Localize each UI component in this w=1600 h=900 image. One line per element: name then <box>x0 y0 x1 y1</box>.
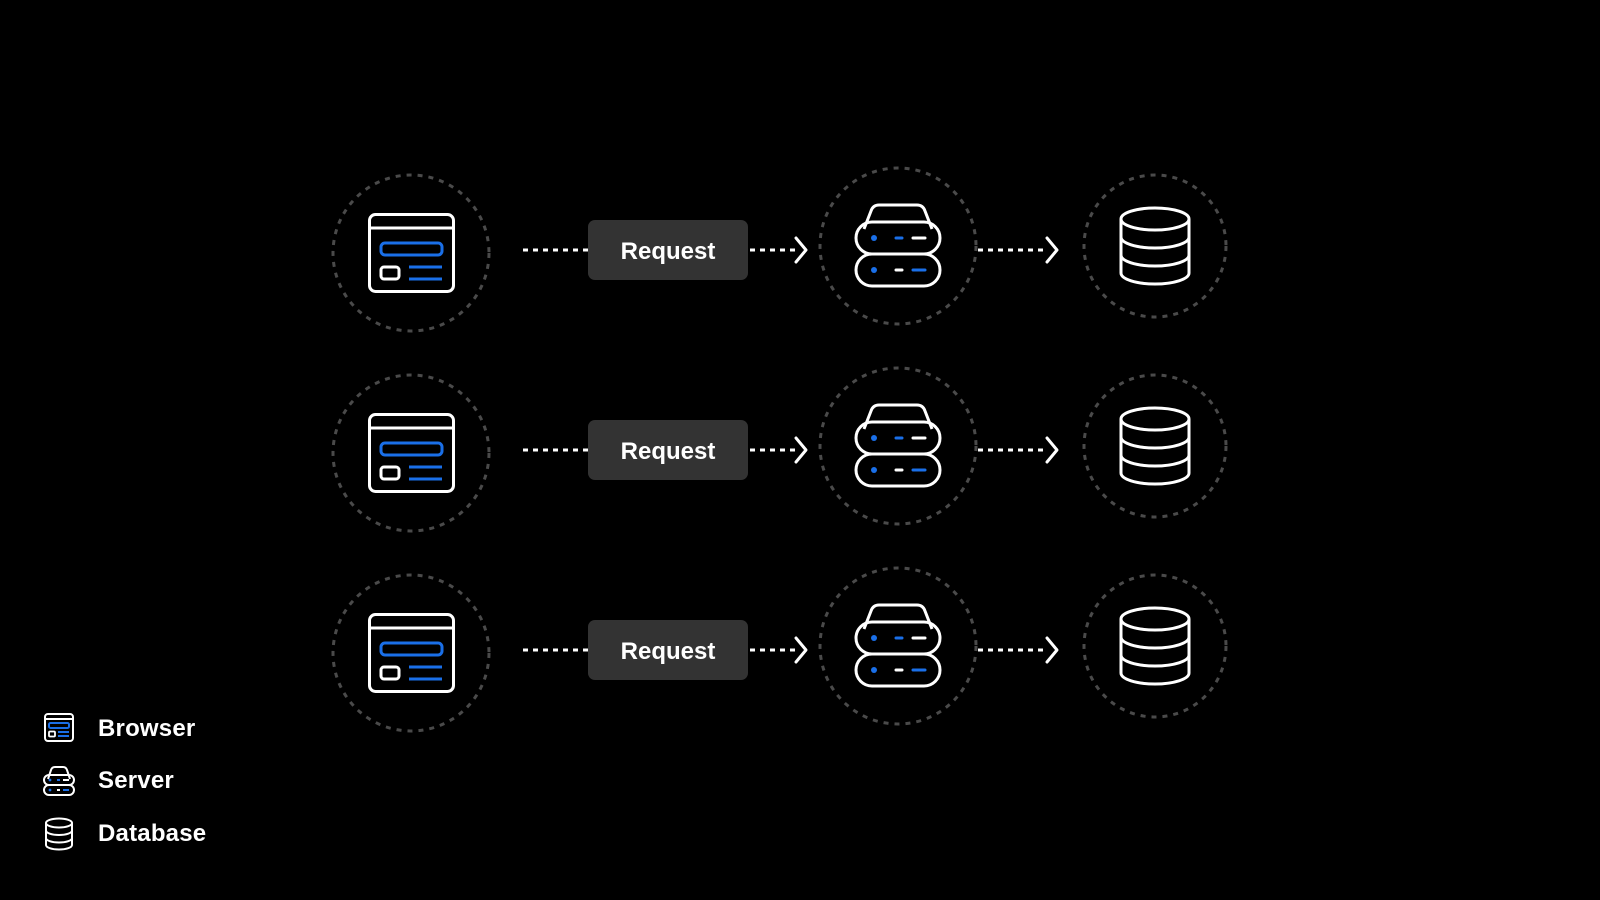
flow-row: Request <box>331 366 1228 533</box>
browser-node-ring <box>331 573 491 733</box>
server-icon <box>854 603 942 688</box>
database-icon <box>1119 206 1191 286</box>
legend-label-browser: Browser <box>98 715 196 742</box>
legend-label-database: Database <box>98 820 207 847</box>
to-server-arrowhead <box>794 236 808 264</box>
server-icon <box>43 766 75 796</box>
database-node-ring <box>1082 173 1228 319</box>
request-label: Request <box>621 238 716 265</box>
browser-node-ring <box>331 173 491 333</box>
server-node-ring <box>818 166 978 326</box>
browser-icon <box>368 613 455 693</box>
legend-item-browser: Browser <box>40 710 195 748</box>
request-label: Request <box>621 638 716 665</box>
to-server-arrowhead <box>794 436 808 464</box>
database-icon <box>1119 406 1191 486</box>
to-server-arrowhead <box>794 636 808 664</box>
flow-row: Request <box>331 166 1228 333</box>
server-node-ring <box>818 566 978 726</box>
flow-row: Request <box>331 566 1228 733</box>
database-node-ring <box>1082 573 1228 719</box>
database-icon <box>1119 606 1191 686</box>
to-database-arrowhead <box>1045 636 1059 664</box>
server-icon <box>854 403 942 488</box>
request-label-box <box>588 420 748 480</box>
to-database-arrowhead <box>1045 236 1059 264</box>
browser-icon <box>368 213 455 293</box>
database-node-ring <box>1082 373 1228 519</box>
browser-icon <box>44 713 74 742</box>
server-icon <box>854 203 942 288</box>
browser-icon <box>368 413 455 493</box>
server-node-ring <box>818 366 978 526</box>
legend-item-server: Server <box>40 762 174 800</box>
database-icon <box>45 817 73 851</box>
legend-label-server: Server <box>98 767 174 794</box>
request-label-box <box>588 220 748 280</box>
request-label-box <box>588 620 748 680</box>
to-database-arrowhead <box>1045 436 1059 464</box>
browser-node-ring <box>331 373 491 533</box>
legend-item-database: Database <box>40 815 206 853</box>
request-label: Request <box>621 438 716 465</box>
